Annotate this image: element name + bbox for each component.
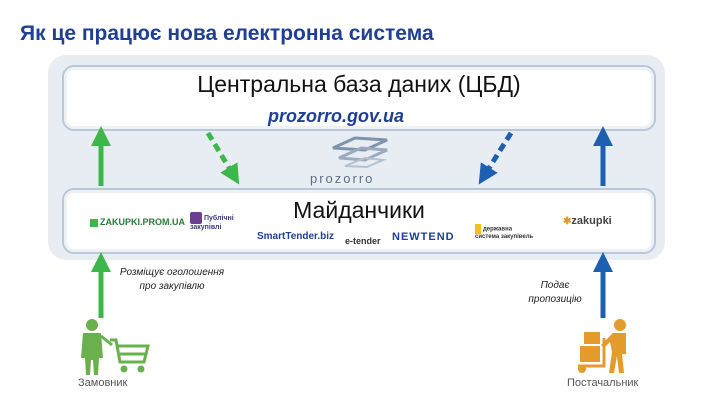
platform-logo-zakupki-prom: ZAKUPKI.PROM.UA xyxy=(90,217,185,227)
derzhavna-mark-icon xyxy=(475,224,481,234)
platform-logo-derzhavna: державна система закупівель xyxy=(475,224,537,241)
supplier-label: Постачальник xyxy=(567,377,639,389)
platform-logo-publichni: Публічні закупівлі xyxy=(190,212,238,232)
arrow-db-to-platform-green-dashed xyxy=(205,131,240,185)
prozorro-wordmark: prozorro xyxy=(310,171,375,186)
page-title: Як це працює нова електронна система xyxy=(20,22,434,45)
platform-logo-etender: e-tender xyxy=(345,236,381,246)
platform-logo-zakupki: ✱zakupki xyxy=(563,215,612,227)
supplier-with-hand-truck-icon xyxy=(578,319,626,373)
supplier-note: Подає пропозицію xyxy=(528,280,582,305)
platform-logo-smarttender: SmartTender.biz xyxy=(257,231,335,242)
platform-logo-text: zakupki xyxy=(571,215,612,227)
arrow-db-to-platform-blue-dashed xyxy=(478,131,514,185)
platforms-box xyxy=(62,188,656,254)
platforms-title: Майданчики xyxy=(293,197,425,223)
prozorro-logo-icon xyxy=(332,136,388,169)
customer-with-cart-icon xyxy=(81,319,150,375)
customer-note: Розміщує оголошення про закупівлю xyxy=(119,267,225,292)
central-database-box xyxy=(62,65,656,131)
platform-logo-text: ZAKUPKI.PROM.UA xyxy=(100,217,185,227)
zakupki-mark-icon: ✱ xyxy=(563,216,572,227)
central-database-title: Центральна база даних (ЦБД) xyxy=(197,71,521,97)
zakupki-prom-mark-icon xyxy=(90,218,98,227)
platform-logo-newtend: NEWTEND xyxy=(392,231,455,243)
publichni-mark-icon xyxy=(190,212,202,224)
platform-logo-text: державна система закупівель xyxy=(475,226,534,240)
customer-label: Замовник xyxy=(78,377,128,389)
platform-logo-text: Публічні закупівлі xyxy=(190,214,234,231)
central-database-url: prozorro.gov.ua xyxy=(268,106,405,126)
